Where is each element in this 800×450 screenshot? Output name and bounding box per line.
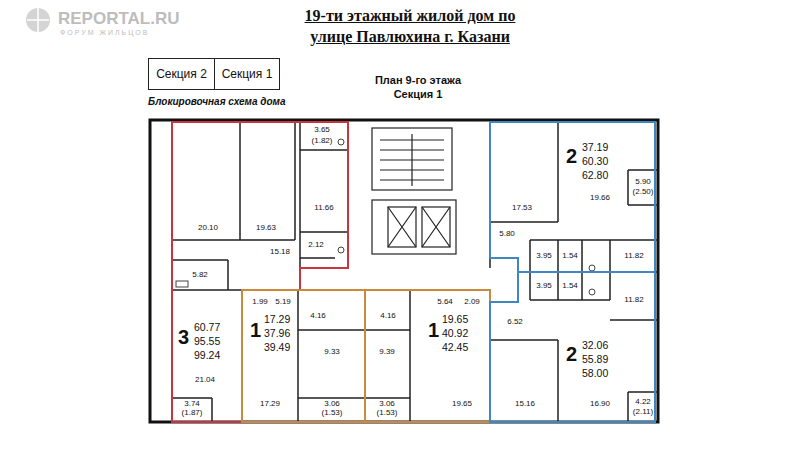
apartment-area: 39.49 <box>264 342 290 353</box>
plan-heading: Секция 1 <box>394 89 443 100</box>
room-area: 5.19 <box>275 298 291 306</box>
room-area: 4.16 <box>380 312 396 320</box>
room-count: 3 <box>178 327 189 347</box>
room-area: 15.18 <box>270 248 290 256</box>
room-area: 3.06 <box>324 400 340 408</box>
apartment-area: 60.77 <box>194 322 220 333</box>
room-area: 3.06 <box>379 400 395 408</box>
room-area: 1.54 <box>562 252 578 260</box>
room-area: 20.10 <box>198 224 218 232</box>
room-area: (1.82) <box>312 137 333 145</box>
apartment-area: 55.89 <box>582 354 608 365</box>
room-area: 17.53 <box>512 204 532 212</box>
room-area: 2.09 <box>464 298 480 306</box>
apartment-area: 19.65 <box>442 314 468 325</box>
room-area: 3.95 <box>536 252 552 260</box>
room-area: 3.95 <box>536 282 552 290</box>
room-area: 9.39 <box>379 348 395 356</box>
apartment-border-line <box>490 122 655 272</box>
room-area: 11.82 <box>624 296 643 304</box>
room-count: 2 <box>566 344 577 364</box>
room-area: 11.66 <box>314 204 333 212</box>
room-area: (1.87) <box>182 409 203 417</box>
room-area: (2.50) <box>633 188 654 196</box>
apartment-outline: 2 37.19 60.30 62.80 <box>490 122 655 272</box>
apartment-area: 40.92 <box>442 328 468 339</box>
room-count: 1 <box>250 320 261 340</box>
room-area: 3.65 <box>314 126 330 134</box>
room-area: 4.16 <box>310 312 326 320</box>
room-area: 5.82 <box>192 271 208 279</box>
apartment-area: 60.30 <box>582 156 608 167</box>
outer-wall <box>150 120 658 422</box>
stair-elevator-core <box>372 128 456 254</box>
room-area: (2.11) <box>633 408 653 416</box>
room-area: 3.74 <box>184 400 200 408</box>
room-area: 6.52 <box>507 318 523 326</box>
section-name: Секция 2 <box>156 68 207 80</box>
apartment-area: 37.96 <box>264 328 290 339</box>
room-area: 2.12 <box>308 241 324 249</box>
room-area: 5.64 <box>437 298 453 306</box>
section-name: Секция 1 <box>222 68 273 80</box>
room-area: 16.90 <box>590 400 610 408</box>
room-area: 19.63 <box>256 224 276 232</box>
room-area: 21.04 <box>195 376 215 384</box>
apartment-area: 62.80 <box>582 170 608 181</box>
watermark-globe <box>27 8 49 32</box>
section-box: Секция 1 <box>214 58 280 90</box>
apartment-border-line <box>172 122 348 422</box>
watermark: ФОРУМ ЖИЛЬЦОВ <box>60 29 149 36</box>
room-area: 15.16 <box>515 400 535 408</box>
apartment-outline: 2 32.06 55.89 58.00 <box>490 272 655 422</box>
page-title: 19-ти этажный жилой дом по улице Павлюхи… <box>250 5 570 47</box>
room-area: 1.54 <box>562 282 578 290</box>
apartment-border-line <box>490 272 655 422</box>
room-count: 2 <box>566 146 577 166</box>
room-area: 9.33 <box>324 348 340 356</box>
room-area: (1.53) <box>377 409 398 417</box>
apartment-border-line <box>242 290 365 422</box>
apartment-area: 42.45 <box>442 342 468 353</box>
apartment-area: 58.00 <box>582 368 608 379</box>
apartment-area: 32.06 <box>582 340 608 351</box>
room-count: 1 <box>428 320 439 340</box>
room-area: 5.80 <box>499 230 515 238</box>
apartment-border <box>490 122 655 272</box>
apartment-area: 99.24 <box>194 350 220 361</box>
room-area: 19.66 <box>590 194 610 202</box>
room-area: 19.65 <box>452 400 472 408</box>
room-area: 17.29 <box>260 400 280 408</box>
room-area: 11.82 <box>624 252 643 260</box>
apartment-area: 37.19 <box>582 142 608 153</box>
scheme-caption: Блокировочная схема дома <box>148 97 286 107</box>
room-area: 4.22 <box>635 398 651 406</box>
apartment-area: 17.29 <box>264 314 290 325</box>
watermark: REPORTAL.RU <box>58 10 180 27</box>
room-area: (1.53) <box>322 409 343 417</box>
watermark-globe <box>26 8 50 32</box>
room-area: 1.99 <box>252 298 268 306</box>
plan-heading: План 9-го этажа <box>375 75 461 86</box>
apartment-border-line <box>365 290 490 422</box>
interior-walls <box>172 122 658 422</box>
room-area: 5.90 <box>635 178 651 186</box>
section-box: Секция 2 <box>148 58 215 90</box>
apartment-area: 95.55 <box>194 336 220 347</box>
